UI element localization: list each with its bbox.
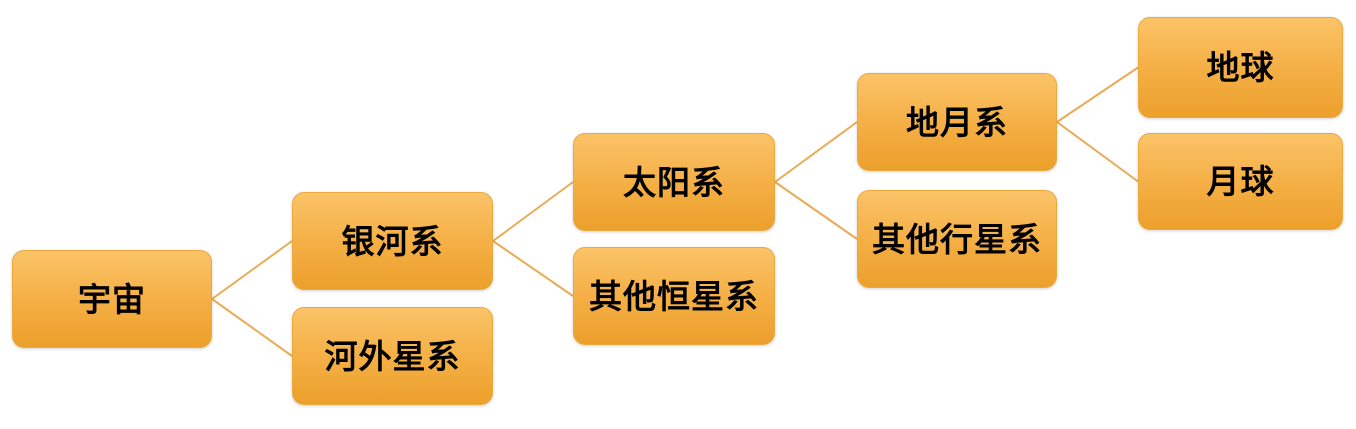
node-other-planetary-systems: 其他行星系 (857, 190, 1057, 288)
node-earth-moon-system-label: 地月系 (906, 103, 1008, 141)
connector-line (211, 298, 293, 357)
node-universe-label: 宇宙 (78, 280, 146, 318)
connector-line (774, 181, 858, 240)
connector-line (211, 240, 293, 300)
node-milky-way-label: 银河系 (341, 222, 444, 260)
node-earth-label: 地球 (1206, 49, 1275, 86)
node-other-star-systems-label: 其他恒星系 (589, 277, 759, 315)
connector-line (492, 240, 574, 297)
connector-line (1056, 121, 1139, 183)
node-solar-system-label: 太阳系 (623, 163, 725, 201)
connector-line (774, 121, 858, 183)
connector-line (1056, 66, 1139, 123)
node-extragalactic-systems: 河外星系 (292, 307, 493, 405)
node-earth: 地球 (1138, 17, 1343, 118)
connector-line (492, 181, 574, 242)
node-solar-system: 太阳系 (573, 133, 775, 231)
node-milky-way: 银河系 (292, 192, 493, 290)
node-moon: 月球 (1138, 133, 1343, 230)
node-moon-label: 月球 (1206, 163, 1275, 200)
node-earth-moon-system: 地月系 (857, 73, 1057, 171)
node-other-star-systems: 其他恒星系 (573, 247, 775, 345)
node-extragalactic-systems-label: 河外星系 (324, 337, 461, 375)
node-other-planetary-systems-label: 其他行星系 (872, 220, 1042, 258)
node-universe: 宇宙 (12, 250, 212, 348)
